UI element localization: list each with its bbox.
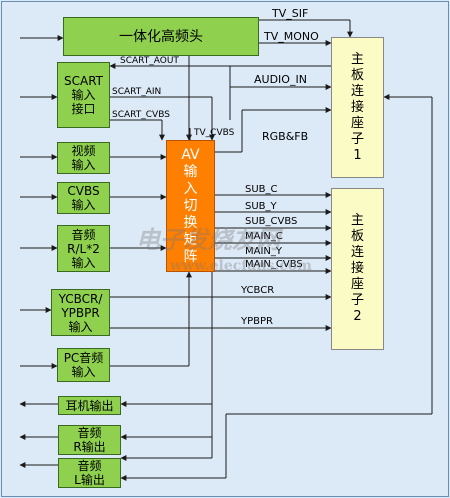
tuner-block: 一体化高频头 <box>63 17 259 56</box>
label-audio-in: AUDIO_IN <box>254 73 307 86</box>
cvbs-input-block: CVBS 输入 <box>57 182 110 214</box>
main-board-connector-1: 主 板 连 接 座 子 1 <box>331 37 384 178</box>
label-sub-c: SUB_C <box>245 184 278 195</box>
av-switch-matrix: AV 输 入 切 换 矩 阵 <box>166 140 215 272</box>
label-sub-cvbs: SUB_CVBS <box>245 216 298 227</box>
label-sub-y: SUB_Y <box>245 201 277 212</box>
watermark-cn: 电子发烧友网 <box>136 225 280 254</box>
label-scart-cvbs: SCART_CVBS <box>112 110 170 120</box>
label-tv-mono: TV_MONO <box>264 30 319 43</box>
audio-l-output-block: 音频 L输出 <box>58 458 121 488</box>
label-ypbpr: YPBPR <box>241 316 273 327</box>
label-ycbcr: YCBCR <box>241 285 275 296</box>
label-tv-sif: TV_SIF <box>272 7 309 20</box>
audio-r-output-block: 音频 R输出 <box>58 425 121 455</box>
earphone-output-block: 耳机输出 <box>58 396 121 415</box>
main-board-connector-2: 主 板 连 接 座 子 2 <box>331 188 384 350</box>
label-scart-aout: SCART_AOUT <box>120 56 179 66</box>
watermark-url: www.elecfans.com <box>170 258 312 274</box>
label-main-y: MAIN_Y <box>245 246 283 257</box>
label-rgb-fb: RGB&FB <box>262 130 309 143</box>
pc-audio-input-block: PC音频 输入 <box>57 348 110 382</box>
scart-block: SCART 输入 接口 <box>57 62 110 128</box>
audio-input-block: 音频 R/L*2 输入 <box>57 225 110 272</box>
label-scart-ain: SCART_AIN <box>112 87 162 97</box>
video-input-block: 视频 输入 <box>57 142 110 174</box>
label-main-c: MAIN_C <box>245 231 283 242</box>
label-tv-cvbs: TV_CVBS <box>194 128 235 138</box>
label-main-cvbs: MAIN_CVBS <box>245 259 303 270</box>
ycbcr-input-block: YCBCR/ YPBPR 输入 <box>51 289 110 336</box>
